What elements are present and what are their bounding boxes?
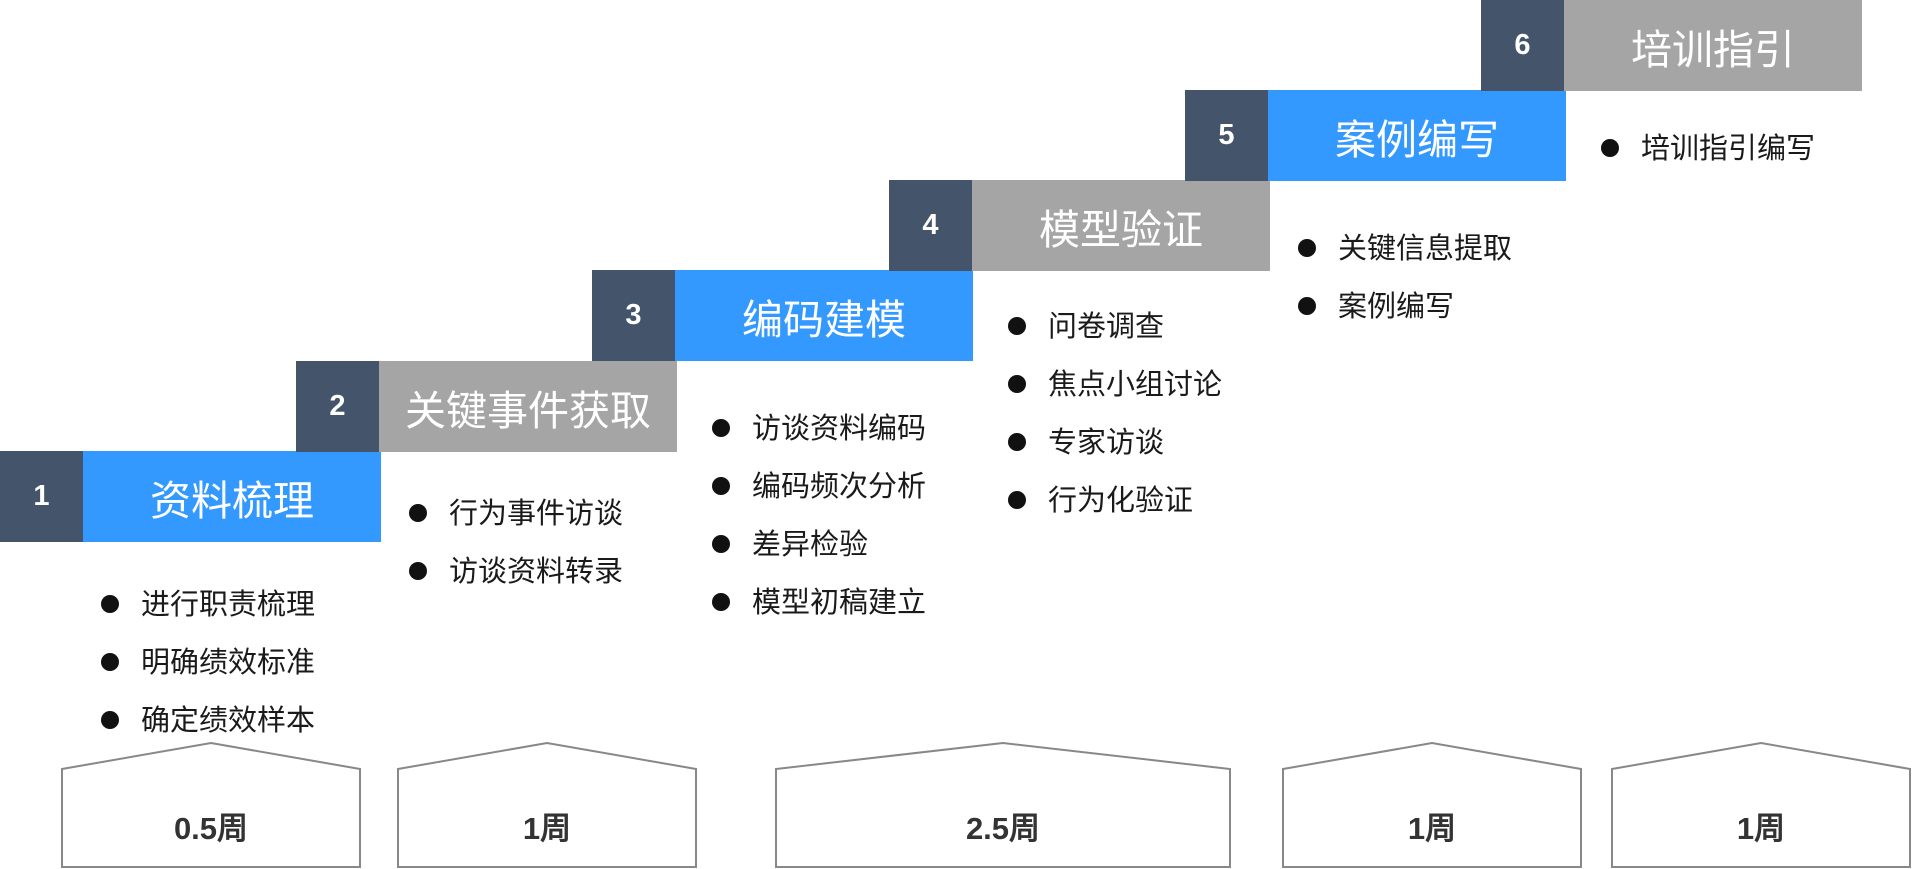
step-3-bullets: 访谈资料编码 编码频次分析 差异检验 模型初稿建立 <box>712 399 926 631</box>
duration-label: 2.5周 <box>965 810 1041 846</box>
duration-box-3: 2.5周 <box>775 742 1231 868</box>
bullet-item: 进行职责梳理 <box>101 575 315 633</box>
bullet-item: 明确绩效标准 <box>101 633 315 691</box>
duration-label: 1周 <box>1407 810 1457 846</box>
bullet-item: 行为化验证 <box>1008 471 1222 529</box>
step-2-bullets: 行为事件访谈 访谈资料转录 <box>409 484 623 600</box>
bullet-item: 模型初稿建立 <box>712 573 926 631</box>
step-4-bullets: 问卷调查 焦点小组讨论 专家访谈 行为化验证 <box>1008 297 1222 529</box>
house-outline <box>1282 742 1582 868</box>
bullet-item: 培训指引编写 <box>1601 119 1815 177</box>
step-number: 5 <box>1185 90 1268 181</box>
duration-box-1: 0.5周 <box>61 742 361 868</box>
duration-box-5: 1周 <box>1611 742 1911 868</box>
bullet-item: 关键信息提取 <box>1298 219 1512 277</box>
house-outline <box>397 742 697 868</box>
duration-label: 1周 <box>522 810 572 846</box>
step-1-bullets: 进行职责梳理 明确绩效标准 确定绩效样本 <box>101 575 315 749</box>
step-title: 资料梳理 <box>83 451 381 542</box>
step-title: 模型验证 <box>972 180 1270 271</box>
step-5-bullets: 关键信息提取 案例编写 <box>1298 219 1512 335</box>
step-title: 培训指引 <box>1564 0 1862 91</box>
step-number: 1 <box>0 451 83 542</box>
bullet-item: 案例编写 <box>1298 277 1512 335</box>
duration-label: 0.5周 <box>173 810 249 846</box>
house-outline <box>775 742 1231 868</box>
bullet-item: 访谈资料转录 <box>409 542 623 600</box>
step-number: 4 <box>889 180 972 271</box>
bullet-item: 焦点小组讨论 <box>1008 355 1222 413</box>
bullet-item: 行为事件访谈 <box>409 484 623 542</box>
house-outline <box>1611 742 1911 868</box>
step-number: 2 <box>296 361 379 452</box>
house-outline <box>61 742 361 868</box>
duration-box-2: 1周 <box>397 742 697 868</box>
bullet-item: 问卷调查 <box>1008 297 1222 355</box>
bullet-item: 差异检验 <box>712 515 926 573</box>
bullet-item: 确定绩效样本 <box>101 691 315 749</box>
bullet-item: 编码频次分析 <box>712 457 926 515</box>
bullet-item: 专家访谈 <box>1008 413 1222 471</box>
step-title: 编码建模 <box>675 270 973 361</box>
step-6-bullets: 培训指引编写 <box>1601 119 1815 177</box>
duration-label: 1周 <box>1736 810 1786 846</box>
step-number: 3 <box>592 270 675 361</box>
bullet-item: 访谈资料编码 <box>712 399 926 457</box>
step-number: 6 <box>1481 0 1564 91</box>
duration-box-4: 1周 <box>1282 742 1582 868</box>
step-title: 案例编写 <box>1268 90 1566 181</box>
step-title: 关键事件获取 <box>379 361 677 452</box>
